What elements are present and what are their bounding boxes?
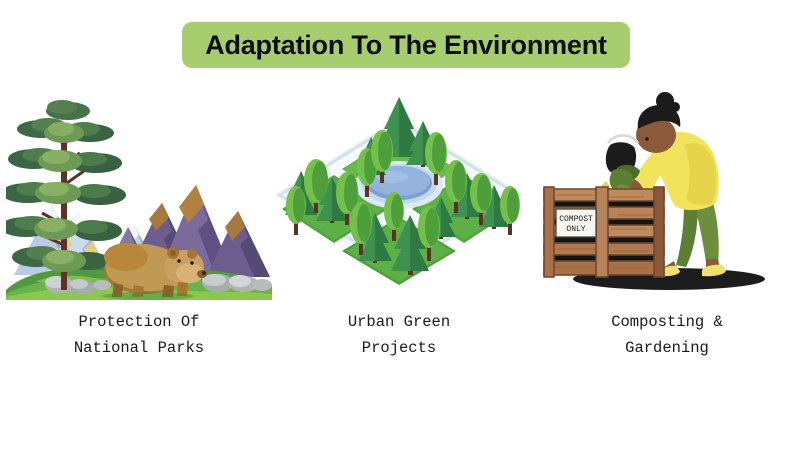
caption-urban-green-projects: Urban Green Projects [347,313,451,357]
title-banner: Adaptation To The Environment [182,22,630,68]
column-composting-and-gardening: COMPOST ONLY Composting & Gardening [534,85,800,385]
sign-line-2: ONLY [566,225,585,234]
brown-bear [102,243,207,300]
bucket [605,134,640,182]
caption-composting-and-gardening: Composting & Gardening [611,313,723,357]
caption-protection-of-national-parks: Protection Of National Parks [73,313,205,357]
wooden-compost-bin: COMPOST ONLY [543,186,665,278]
round-trees [286,130,520,261]
compost-only-sign: COMPOST ONLY [555,208,597,238]
column-urban-green-projects: Urban Green Projects [266,85,532,385]
gray-rocks-right [202,274,272,292]
gray-rocks-left [45,276,111,294]
page-title: Adaptation To The Environment [205,29,607,60]
sign-line-1: COMPOST [559,215,593,224]
composting-illustration: COMPOST ONLY [534,85,800,300]
urban-green-illustration [266,85,532,300]
person-composting [597,92,726,277]
column-protection-of-national-parks: Protection Of National Parks [6,85,272,385]
national-park-illustration [6,85,272,300]
pine-tree [6,100,126,290]
